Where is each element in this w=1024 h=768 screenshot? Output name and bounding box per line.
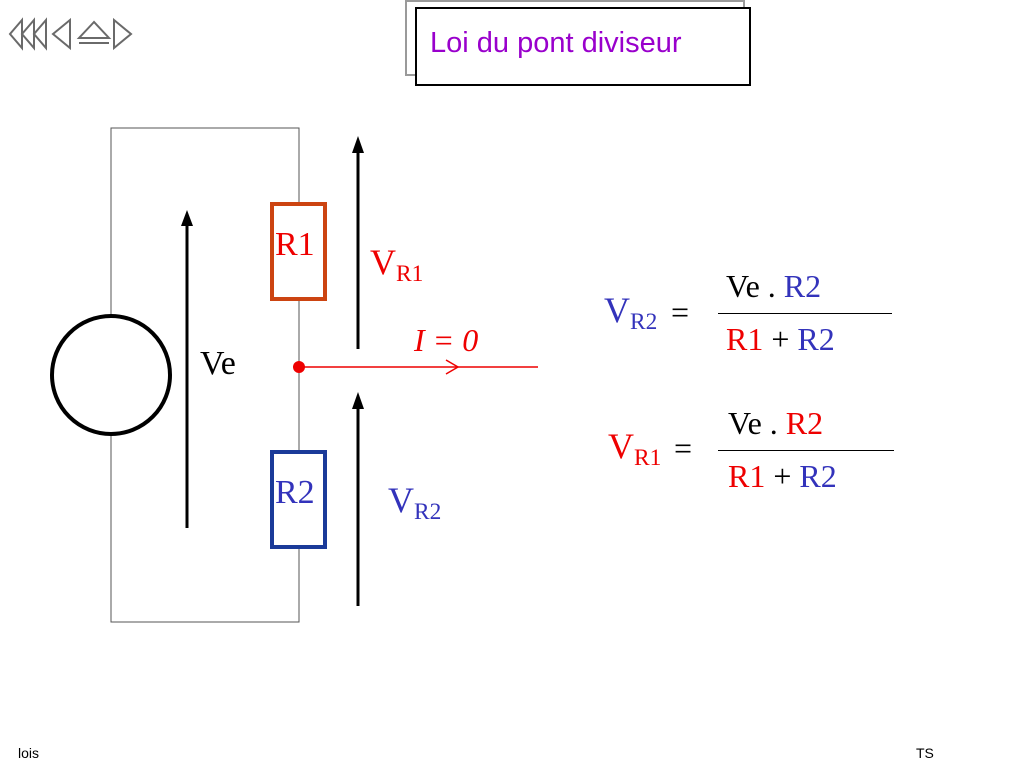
voltage-source-symbol [50, 314, 172, 436]
footer-right-text: TS [916, 745, 934, 761]
slide-navigation [8, 16, 134, 52]
formula-vr2-denominator: R1 + R2 [726, 323, 835, 355]
slide-title: Loi du pont diviseur [430, 27, 682, 59]
r2-label: R2 [275, 474, 315, 511]
current-label: I = 0 [414, 322, 479, 358]
formula-vr1-equals: = [674, 430, 693, 466]
formula-vr2-den-r2: R2 [797, 321, 835, 357]
formula-vr1-lhs-main: V [608, 426, 634, 466]
resistor-r1 [270, 202, 327, 301]
formula-vr1-lhs-sub: R1 [634, 445, 662, 472]
formula-vr2-num-r: R2 [783, 268, 822, 304]
formula-vr2-den-r1: R1 [726, 321, 764, 357]
formula-vr2-num-ve: Ve . [726, 268, 776, 304]
r1-label: R1 [275, 226, 315, 263]
current-arrow-icon [445, 359, 460, 375]
ve-label: Ve [200, 345, 236, 382]
formula-vr2-lhs-sub: R2 [630, 309, 658, 336]
formula-vr2-equals: = [671, 294, 690, 330]
resistor-r2 [270, 450, 327, 549]
first-slide-icon[interactable] [8, 16, 48, 52]
formula-vr2-numerator: Ve . R2 [726, 270, 821, 302]
previous-slide-icon[interactable] [50, 16, 72, 52]
formula-vr1-denominator: R1 + R2 [728, 460, 837, 492]
formula-vr2-fraction-bar [718, 313, 892, 314]
vr2-label: VR2 [388, 480, 441, 524]
formula-vr1-num-ve: Ve . [728, 405, 778, 441]
formula-vr2-lhs: VR2 [604, 290, 657, 334]
formula-vr1-fraction-bar [718, 450, 894, 451]
home-icon[interactable] [76, 16, 112, 52]
divider-node [293, 361, 305, 373]
vr2-label-sub: R2 [414, 499, 442, 526]
vr2-label-main: V [388, 480, 414, 520]
formula-vr1-den-r1: R1 [728, 458, 766, 494]
vr2-arrowhead [352, 392, 364, 409]
formula-vr2-den-plus: + [771, 321, 790, 357]
vr1-label-sub: R1 [396, 261, 424, 288]
next-slide-icon[interactable] [112, 16, 134, 52]
formula-vr1-num-r: R2 [785, 405, 824, 441]
vr1-label-main: V [370, 242, 396, 282]
formula-vr1-den-r2: R2 [799, 458, 837, 494]
vr1-arrowhead [352, 136, 364, 153]
ve-arrowhead [181, 210, 193, 226]
formula-vr1-den-plus: + [773, 458, 792, 494]
formula-vr1-lhs: VR1 [608, 426, 661, 470]
formula-vr2-lhs-main: V [604, 290, 630, 330]
title-frame [415, 7, 751, 86]
vr1-label: VR1 [370, 242, 423, 286]
formula-vr1-numerator: Ve . R2 [728, 407, 823, 439]
footer-left-text: lois [18, 745, 40, 761]
